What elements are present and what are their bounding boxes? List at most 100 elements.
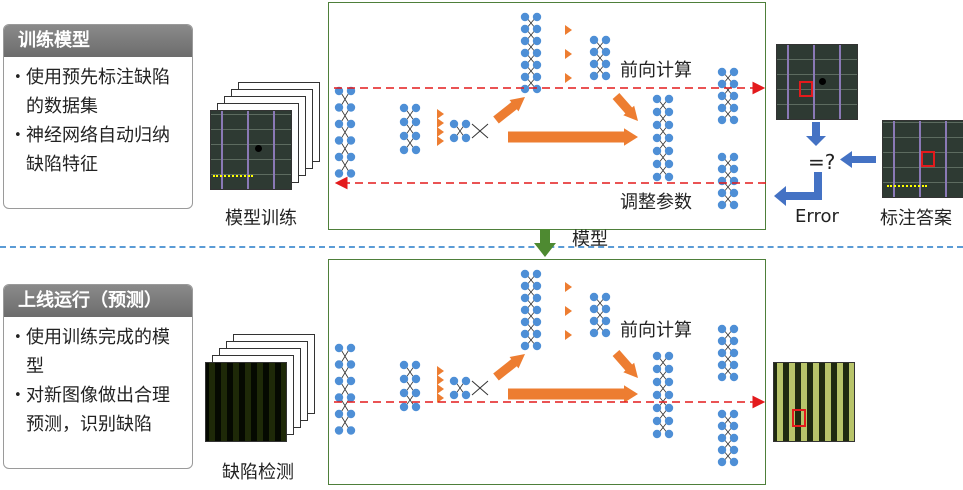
orange-pointer <box>565 49 572 59</box>
neuron <box>346 169 356 178</box>
down-arrow <box>806 122 826 146</box>
neuron <box>664 429 674 439</box>
neuron <box>729 421 739 431</box>
neuron <box>520 24 530 34</box>
neuron <box>399 145 409 155</box>
neuron <box>461 376 471 386</box>
neuron <box>334 86 344 96</box>
neuron <box>652 429 662 439</box>
neuron <box>532 48 542 58</box>
neuron <box>449 390 459 400</box>
neuron <box>729 324 739 334</box>
neuron <box>449 376 459 386</box>
neuron <box>346 103 356 112</box>
neuron <box>399 402 409 412</box>
neuron <box>652 390 662 400</box>
neuron <box>589 304 599 314</box>
neuron <box>717 324 727 334</box>
neuron <box>334 169 344 178</box>
neuron <box>717 336 727 346</box>
neuron <box>532 60 542 70</box>
neuron <box>589 59 599 69</box>
neuron <box>729 433 739 443</box>
neuron <box>532 305 542 315</box>
defect-marker <box>792 409 806 427</box>
neuron <box>399 360 409 370</box>
left-arrow <box>840 151 876 168</box>
neuron <box>334 360 344 369</box>
neuron <box>532 269 542 279</box>
neuron <box>399 117 409 127</box>
neuron <box>520 293 530 303</box>
neuron <box>461 133 471 143</box>
online-bullet-2: 对新图像做出合理预测，识别缺陷 <box>14 381 182 439</box>
defect-detection-label: 缺陷检测 <box>222 462 294 483</box>
neuron <box>664 416 674 426</box>
neuron <box>717 79 727 89</box>
orange-pointer <box>437 109 444 119</box>
predicted-output-image <box>776 44 858 120</box>
neuron <box>411 103 421 113</box>
neuron <box>664 133 674 143</box>
neuron <box>532 12 542 22</box>
neuron <box>717 445 727 455</box>
detection-result-image <box>773 362 855 442</box>
neuron <box>532 281 542 291</box>
compare-symbol: =? <box>808 150 836 174</box>
neuron <box>717 457 727 467</box>
neuron <box>729 372 739 382</box>
neuron <box>717 360 727 370</box>
neuron <box>652 172 662 182</box>
neuron <box>729 103 739 113</box>
neuron <box>399 374 409 384</box>
neuron <box>532 84 542 94</box>
neuron <box>717 164 727 174</box>
pcb-image-dark <box>210 110 292 190</box>
neuron <box>717 200 727 210</box>
neuron <box>449 133 459 143</box>
orange-pointer <box>437 366 444 376</box>
neuron <box>717 115 727 125</box>
neuron <box>664 377 674 387</box>
neuron <box>652 416 662 426</box>
orange-pointer <box>565 330 572 340</box>
neuron <box>520 341 530 351</box>
neuron <box>461 390 471 400</box>
neuron <box>346 343 356 353</box>
flow-arrow <box>508 385 638 403</box>
neuron <box>520 12 530 22</box>
model-transfer-label: 模型 <box>572 229 608 250</box>
neuron <box>520 305 530 315</box>
neuron <box>411 360 421 370</box>
neuron <box>652 159 662 169</box>
neuron <box>729 115 739 125</box>
neuron <box>717 348 727 358</box>
neuron <box>717 421 727 431</box>
neuron <box>652 364 662 374</box>
neuron <box>601 47 611 57</box>
neuron <box>589 35 599 45</box>
connection-line <box>471 123 481 139</box>
neuron <box>346 376 356 386</box>
neuron <box>652 146 662 156</box>
neuron <box>664 120 674 130</box>
neuron <box>346 136 356 145</box>
neuron <box>334 152 344 162</box>
neuron <box>729 360 739 370</box>
flow-arrow <box>612 350 638 378</box>
neuron <box>520 60 530 70</box>
flow-arrow <box>508 128 638 146</box>
neuron <box>520 72 530 82</box>
forward-compute-label-bottom: 前向计算 <box>620 320 692 341</box>
neuron <box>334 409 344 419</box>
neuron <box>589 328 599 338</box>
neuron <box>520 329 530 339</box>
defect-marker <box>921 151 935 167</box>
neuron <box>411 374 421 384</box>
neuron <box>601 292 611 302</box>
neuron <box>399 103 409 113</box>
neuron <box>652 377 662 387</box>
neuron <box>729 457 739 467</box>
neuron <box>532 36 542 46</box>
neuron <box>532 341 542 351</box>
